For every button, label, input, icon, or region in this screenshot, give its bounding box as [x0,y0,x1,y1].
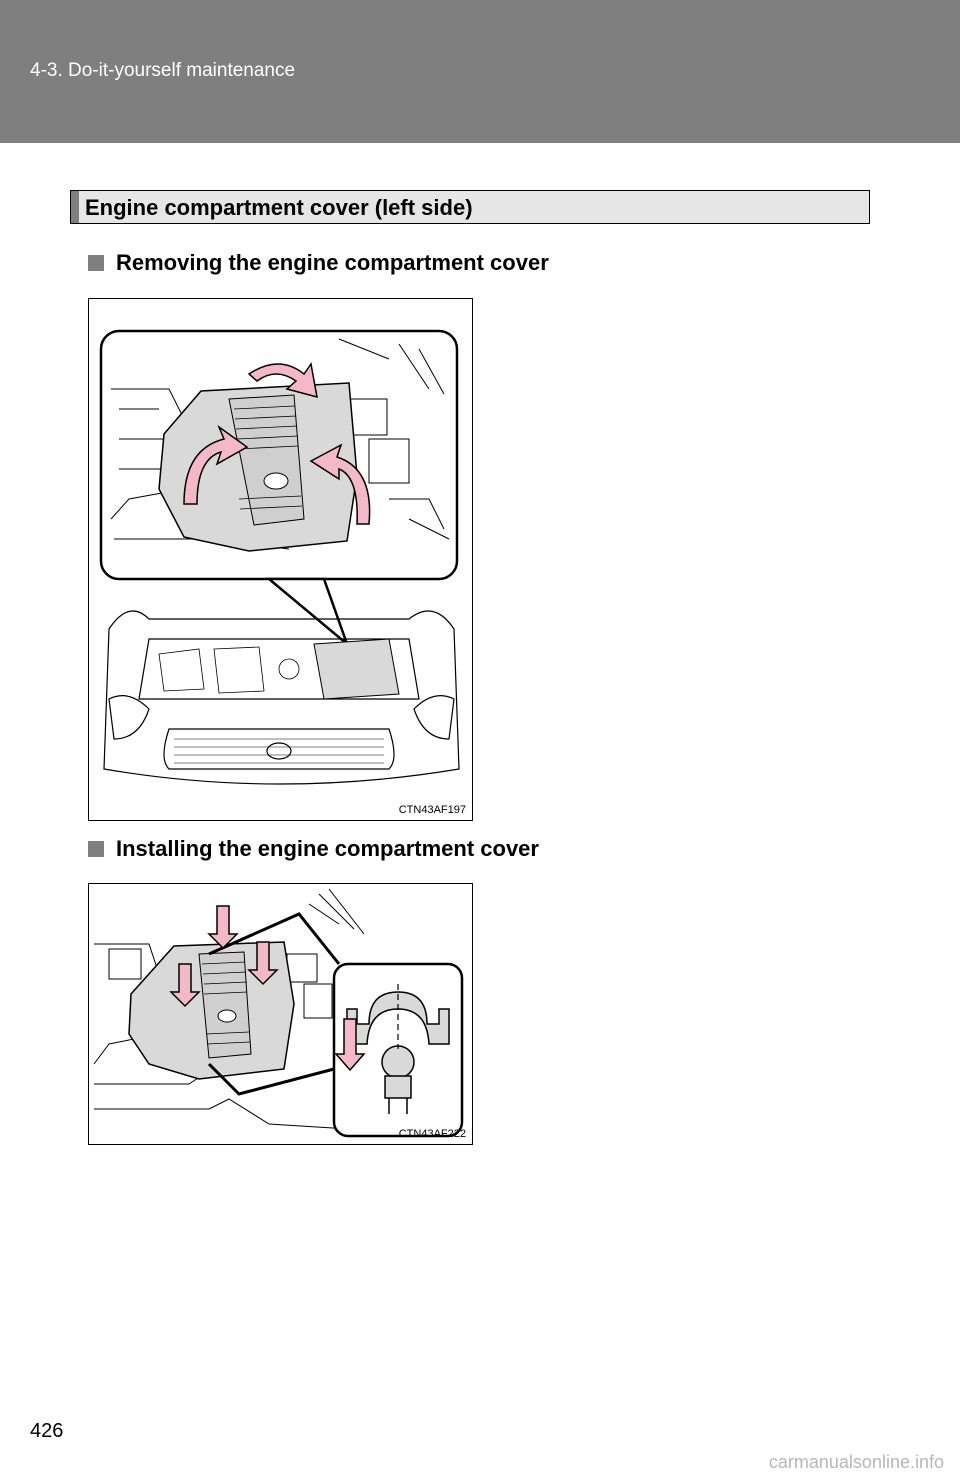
engine-illustration-installing [93,888,464,1138]
section-marker [71,191,79,223]
down-arrow-icon [169,905,366,1072]
square-bullet-icon [88,841,104,857]
subsection-heading-removing: Removing the engine compartment cover [88,250,549,276]
figure-code-installing: CTN43AF222 [398,1128,466,1140]
subsection-heading-text: Installing the engine compartment cover [116,836,539,861]
page-number: 426 [30,1420,64,1442]
figure-installing-cover: CTN43AF222 [88,883,473,1145]
rotation-arrow-icon [183,362,371,525]
engine-illustration-removing [99,329,460,785]
header-bar: 4-3. Do-it-yourself maintenance [0,0,960,143]
square-bullet-icon [88,255,104,271]
chapter-title: 4-3. Do-it-yourself maintenance [30,60,296,81]
section-heading-box: Engine compartment cover (left side) [70,190,870,224]
figure-code-removing: CTN43AF197 [398,804,466,816]
subsection-heading-text: Removing the engine compartment cover [116,250,549,275]
watermark: carmanualsonline.info [768,1452,944,1472]
figure-removing-cover: CTN43AF197 [88,298,473,821]
section-title: Engine compartment cover (left side) [85,195,473,220]
subsection-heading-installing: Installing the engine compartment cover [88,836,539,862]
